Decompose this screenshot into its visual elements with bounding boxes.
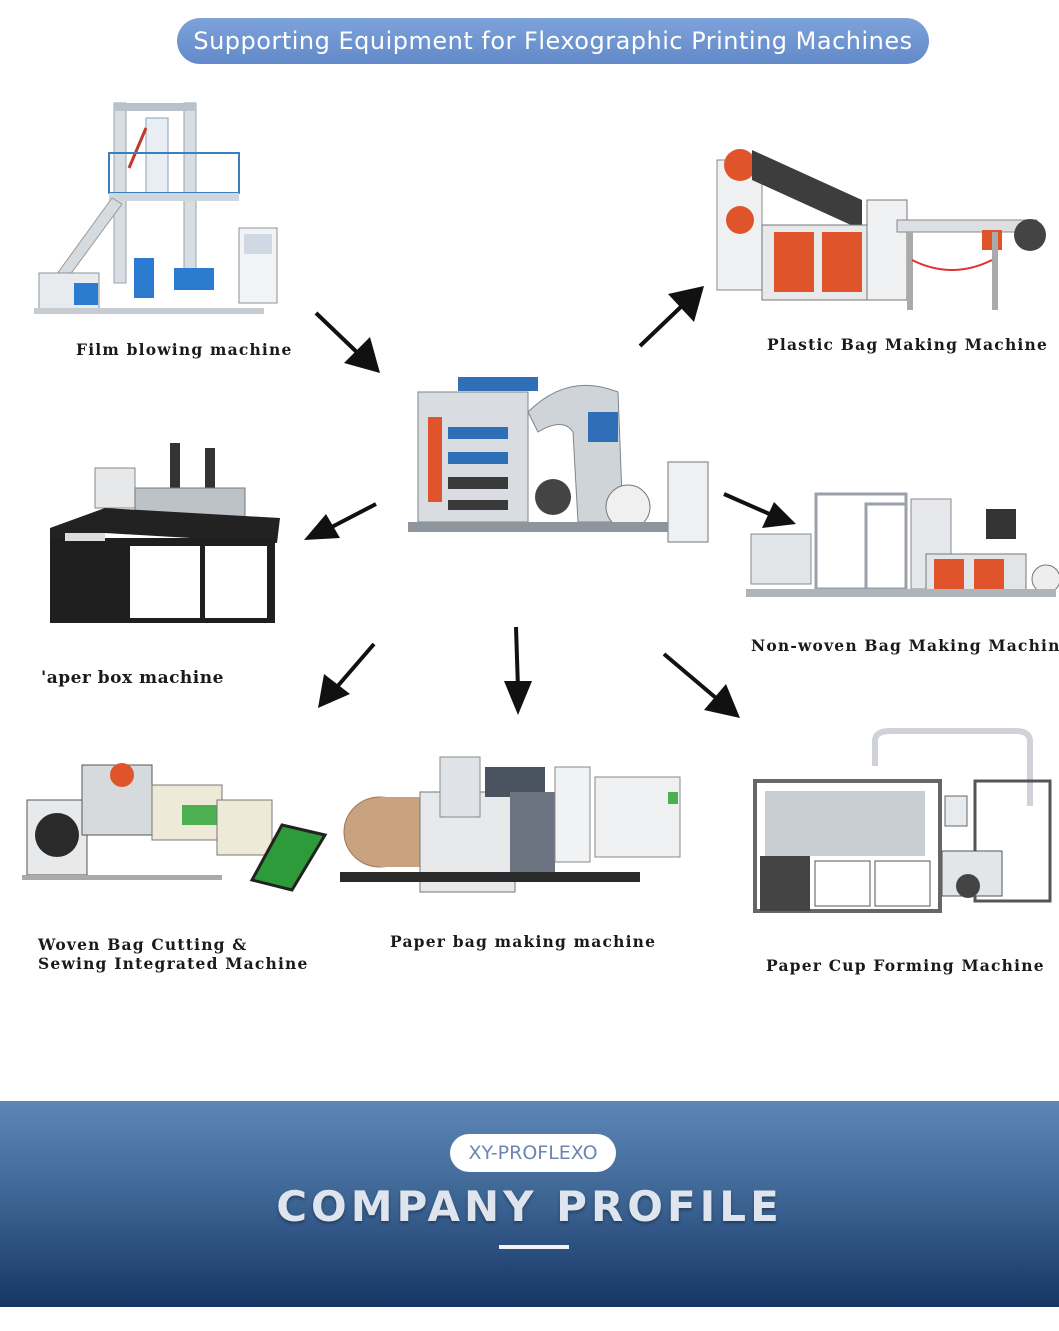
heading-underline — [499, 1245, 569, 1249]
plastic-bag-label: Plastic Bag Making Machine — [767, 335, 1049, 354]
film-blowing-machine-image — [34, 102, 278, 314]
arrow-press-to-non-woven-icon — [723, 492, 796, 528]
arrow-press-to-woven-bag-icon — [318, 642, 376, 708]
plastic-bag-machine-image — [716, 149, 1046, 310]
paper-cup-machine-image — [753, 728, 1052, 913]
arrow-film-to-press-icon — [314, 311, 380, 373]
page-title: Supporting Equipment for Flexographic Pr… — [177, 18, 929, 64]
arrow-press-to-plastic-bag-icon — [638, 286, 704, 348]
flexo-printing-press-image — [408, 377, 709, 543]
arrow-press-to-paper-bag-icon — [504, 626, 532, 715]
woven-bag-label-line1: Woven Bag Cutting & — [38, 935, 248, 954]
woven-bag-label: Woven Bag Cutting & Sewing Integrated Ma… — [38, 935, 309, 973]
brand-name: XY-PROFLEXO — [468, 1142, 598, 1164]
paper-box-machine-image — [50, 443, 280, 623]
company-profile-heading: COMPANY PROFILE — [276, 1182, 783, 1231]
paper-cup-label: Paper Cup Forming Machine — [766, 956, 1045, 975]
woven-bag-machine-image — [22, 763, 327, 892]
non-woven-label: Non-woven Bag Making Machine — [751, 636, 1059, 655]
paper-bag-label: Paper bag making machine — [390, 932, 657, 951]
woven-bag-label-line2: Sewing Integrated Machine — [38, 954, 309, 973]
paper-bag-machine-image — [340, 756, 681, 893]
arrow-press-to-paper-box-icon — [304, 502, 377, 540]
paper-box-label: 'aper box machine — [41, 668, 224, 688]
brand-badge: XY-PROFLEXO — [450, 1134, 616, 1172]
non-woven-bag-machine-image — [746, 492, 1059, 597]
arrow-press-to-paper-cup-icon — [662, 652, 740, 718]
film-blowing-label: Film blowing machine — [76, 340, 293, 359]
page-title-text: Supporting Equipment for Flexographic Pr… — [193, 27, 913, 55]
